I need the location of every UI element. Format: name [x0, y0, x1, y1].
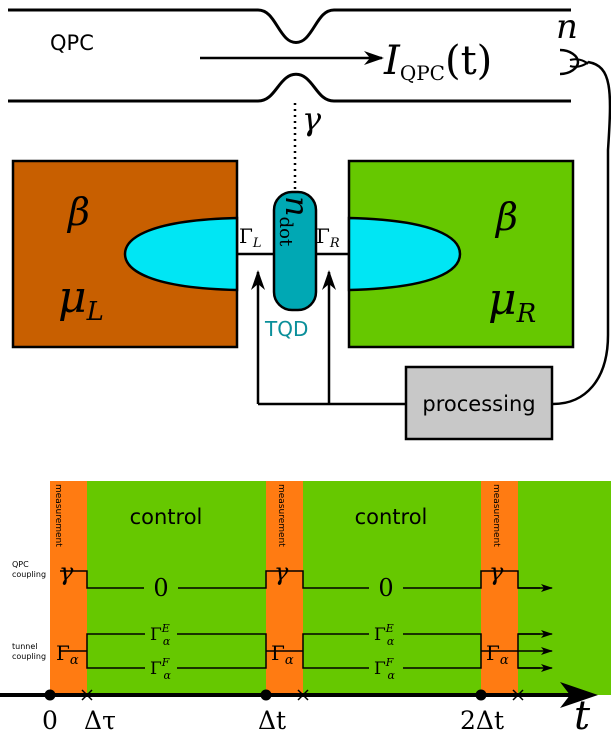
gamma-R-label: ΓR	[316, 224, 340, 251]
processing-box	[404, 365, 554, 441]
tick-label-dtau: Δτ	[84, 706, 116, 735]
beta-right-label: β	[494, 195, 518, 239]
feedback-wire	[552, 60, 611, 406]
qpc-current-label: IQPC(t)	[383, 38, 492, 85]
tunnel-coupling-label: tunnel coupling	[12, 642, 46, 661]
measurement-band-1	[50, 481, 87, 695]
tick-dot-2dt	[475, 689, 487, 701]
left-lens	[123, 216, 239, 292]
qpc-coupling-label: QPC coupling	[12, 560, 46, 579]
beta-left-label: β	[66, 190, 90, 234]
qpc-top-wall	[8, 8, 571, 44]
tunnel-gamma-alpha-3: Γα	[486, 641, 509, 668]
measurement-label-3: measurement	[491, 484, 501, 547]
control-label-1: control	[130, 505, 203, 529]
dot-occupation-label: ndot	[275, 196, 316, 247]
tick-label-2dt: 2Δt	[460, 706, 504, 735]
timeline: measurement measurement measurement cont…	[0, 481, 611, 736]
measurement-label-1: measurement	[53, 484, 63, 547]
qpc-gamma-2: γ	[274, 558, 289, 586]
tunnel-coupling-upper	[86, 633, 540, 651]
counter-n-label: n	[556, 7, 578, 47]
qpc-label: QPC	[50, 31, 94, 55]
leads-and-dot: ndot β β μL μR ΓL ΓR TQD	[11, 159, 575, 349]
qpc-gamma-3: γ	[489, 558, 504, 586]
mu-right-label: μR	[488, 274, 536, 329]
gamma-L-label: ΓL	[239, 224, 262, 251]
qpc-bottom-wall	[8, 72, 571, 103]
tick-cross-2	[297, 689, 309, 701]
tick-dot-dt	[260, 689, 272, 701]
processing-label: processing	[422, 392, 535, 416]
tick-cross-1	[81, 689, 93, 701]
qpc-zero-1: 0	[153, 574, 168, 602]
feedback-loop: processing	[251, 270, 554, 441]
tick-cross-3	[512, 689, 524, 701]
control-label-2: control	[355, 505, 428, 529]
measurement-band-2	[266, 481, 303, 695]
qpc: QPC IQPC(t) n γ	[8, 7, 611, 406]
qpc-zero-2: 0	[378, 574, 393, 602]
tunnel-gamma-alpha-1: Γα	[56, 641, 79, 668]
right-lens	[347, 216, 462, 292]
measurement-label-2: measurement	[276, 484, 286, 547]
time-axis-label: t	[574, 693, 591, 736]
tick-dot-0	[44, 689, 56, 701]
detector-icon	[559, 48, 589, 76]
gamma-label: γ	[302, 100, 322, 138]
tunnel-gamma-alpha-2: Γα	[271, 641, 294, 668]
tick-label-dt: Δt	[258, 706, 286, 735]
tick-label-0: 0	[42, 706, 58, 735]
time-axis-arrowhead	[560, 682, 598, 708]
tunnel-coupling-lower	[86, 651, 540, 669]
mu-left-label: μL	[58, 272, 104, 327]
measurement-band-3	[481, 481, 518, 695]
quantum-dot	[272, 190, 318, 312]
qpc-gamma-1: γ	[59, 558, 74, 586]
tqd-label: TQD	[264, 317, 308, 341]
